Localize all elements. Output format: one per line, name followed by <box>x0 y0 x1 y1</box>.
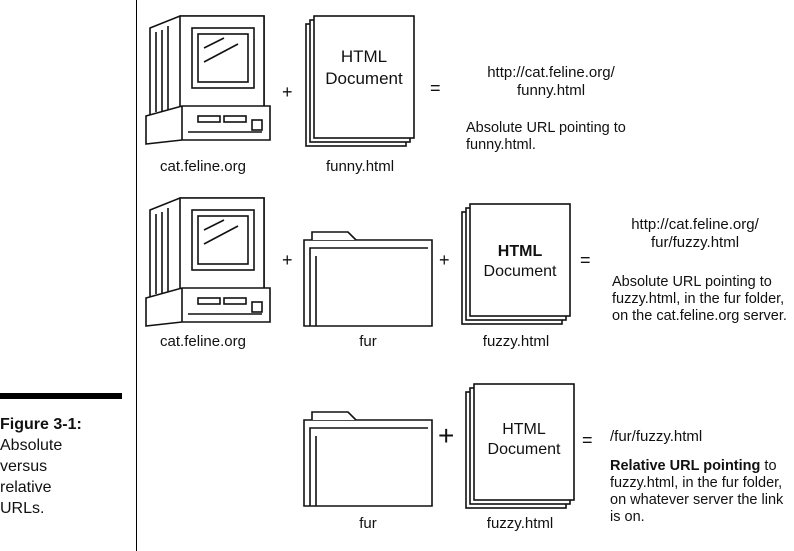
row3-file-label: fuzzy.html <box>486 515 554 532</box>
row3-url: /fur/fuzzy.html <box>610 428 703 445</box>
row3-description: Relative URL pointing to fuzzy.html, in … <box>610 458 790 526</box>
html-document-icon: HTML Document <box>461 203 571 325</box>
row2-url: http://cat.feline.org/ fur/fuzzy.html <box>602 216 788 252</box>
html-document-icon: HTML Document <box>465 383 575 509</box>
figure-caption: Figure 3-1: Absolute versus relative URL… <box>0 414 128 519</box>
computer-icon <box>145 15 271 145</box>
row1-url-line2: funny.html <box>516 82 586 99</box>
plus-operator: + <box>439 250 450 270</box>
plus-operator: + <box>438 420 455 451</box>
figure-number: Figure 3-1: <box>0 416 82 433</box>
caption-bar <box>0 393 122 399</box>
folder-icon <box>303 411 433 507</box>
doc-line1: HTML <box>502 421 546 438</box>
row2-folder-label: fur <box>359 333 377 350</box>
doc-line1: HTML <box>498 243 543 260</box>
doc-line2: Document <box>488 441 561 458</box>
equals-operator: = <box>580 250 591 270</box>
html-document-icon: HTML Document <box>305 15 415 147</box>
row3-description-rest: to fuzzy.html, in the fur folder, on wha… <box>610 458 784 525</box>
row2-computer-label: cat.feline.org <box>160 333 246 350</box>
figure-divider-line <box>136 0 137 551</box>
figure-caption-text: Absolute versus relative URLs. <box>0 437 63 517</box>
equals-operator: = <box>430 78 441 98</box>
folder-icon <box>303 231 433 327</box>
doc-line2: Document <box>484 263 557 280</box>
plus-operator: + <box>282 250 293 270</box>
row1-description: Absolute URL pointing to funny.html. <box>466 120 626 153</box>
row1-url-line1: http://cat.feline.org/ <box>487 64 615 81</box>
computer-icon <box>145 197 271 327</box>
row2-file-label: fuzzy.html <box>482 333 550 350</box>
row3-folder-label: fur <box>359 515 377 532</box>
row1-url: http://cat.feline.org/ funny.html <box>456 64 646 100</box>
row1-file-label: funny.html <box>325 158 395 175</box>
equals-operator: = <box>582 430 593 450</box>
row2-url-line1: http://cat.feline.org/ <box>631 216 759 233</box>
doc-line2: Document <box>325 69 403 88</box>
plus-operator: + <box>282 82 293 102</box>
row1-computer-label: cat.feline.org <box>160 158 246 175</box>
row2-description: Absolute URL pointing to fuzzy.html, in … <box>612 274 787 324</box>
doc-line1: HTML <box>341 47 387 66</box>
row2-url-line2: fur/fuzzy.html <box>650 234 740 251</box>
row3-description-bold: Relative URL pointing <box>610 458 761 474</box>
